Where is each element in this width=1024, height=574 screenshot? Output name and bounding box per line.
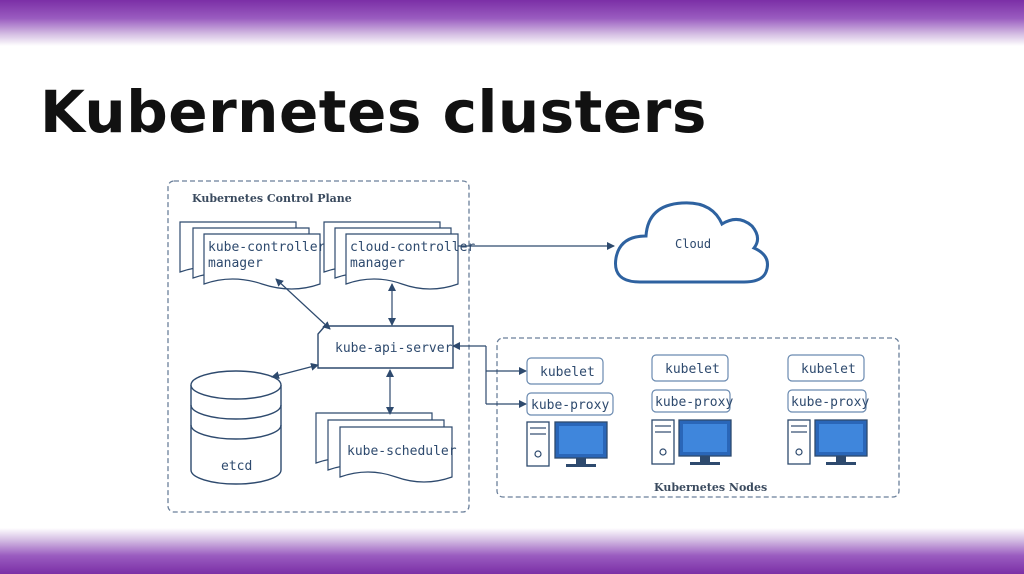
kube-controller-label-2: manager	[208, 256, 263, 271]
arrow-controller-api	[275, 278, 331, 330]
cloud-label: Cloud	[675, 237, 711, 251]
kube-controller-manager: kube-controller manager	[179, 221, 326, 290]
kube-scheduler-label: kube-scheduler	[347, 444, 457, 459]
cloud-controller-manager: cloud-controller manager	[323, 221, 475, 290]
cloud-shape: Cloud	[614, 201, 769, 284]
control-plane-label: Kubernetes Control Plane	[192, 192, 352, 205]
computer-icon	[651, 419, 732, 465]
node-1: kubelet kube-proxy	[526, 357, 614, 467]
cloud-controller-label-2: manager	[350, 256, 405, 271]
bottom-purple-band	[0, 528, 1024, 574]
slide-title: Kubernetes clusters	[40, 78, 707, 146]
kube-proxy-box	[651, 389, 731, 413]
top-purple-band	[0, 0, 1024, 46]
kube-proxy-box	[787, 389, 867, 413]
kube-proxy-box	[526, 392, 614, 416]
kubelet-box	[787, 354, 865, 382]
kubelet-label: kubelet	[540, 365, 595, 380]
kube-proxy-label: kube-proxy	[531, 398, 609, 413]
api-to-node-arrows	[452, 342, 527, 408]
kubelet-box	[526, 357, 604, 385]
cloud-controller-label-1: cloud-controller	[350, 240, 475, 255]
kube-api-server-label: kube-api-server	[335, 341, 453, 356]
kube-api-server: kube-api-server	[317, 325, 454, 369]
etcd-label: etcd	[221, 459, 252, 474]
node-3: kubelet kube-proxy	[787, 354, 869, 465]
kubelet-box	[651, 354, 729, 382]
computer-icon	[526, 421, 608, 467]
nodes-label: Kubernetes Nodes	[654, 481, 767, 494]
kube-controller-label-1: kube-controller	[208, 240, 326, 255]
kubelet-label: kubelet	[801, 362, 856, 377]
etcd-database: etcd	[190, 370, 282, 485]
kube-scheduler: kube-scheduler	[315, 412, 457, 483]
kube-proxy-label: kube-proxy	[655, 395, 733, 410]
computer-icon	[787, 419, 868, 465]
arrow-etcd-api	[271, 362, 319, 380]
kube-proxy-label: kube-proxy	[791, 395, 869, 410]
kubelet-label: kubelet	[665, 362, 720, 377]
nodes-box	[496, 337, 900, 498]
node-2: kubelet kube-proxy	[651, 354, 733, 465]
